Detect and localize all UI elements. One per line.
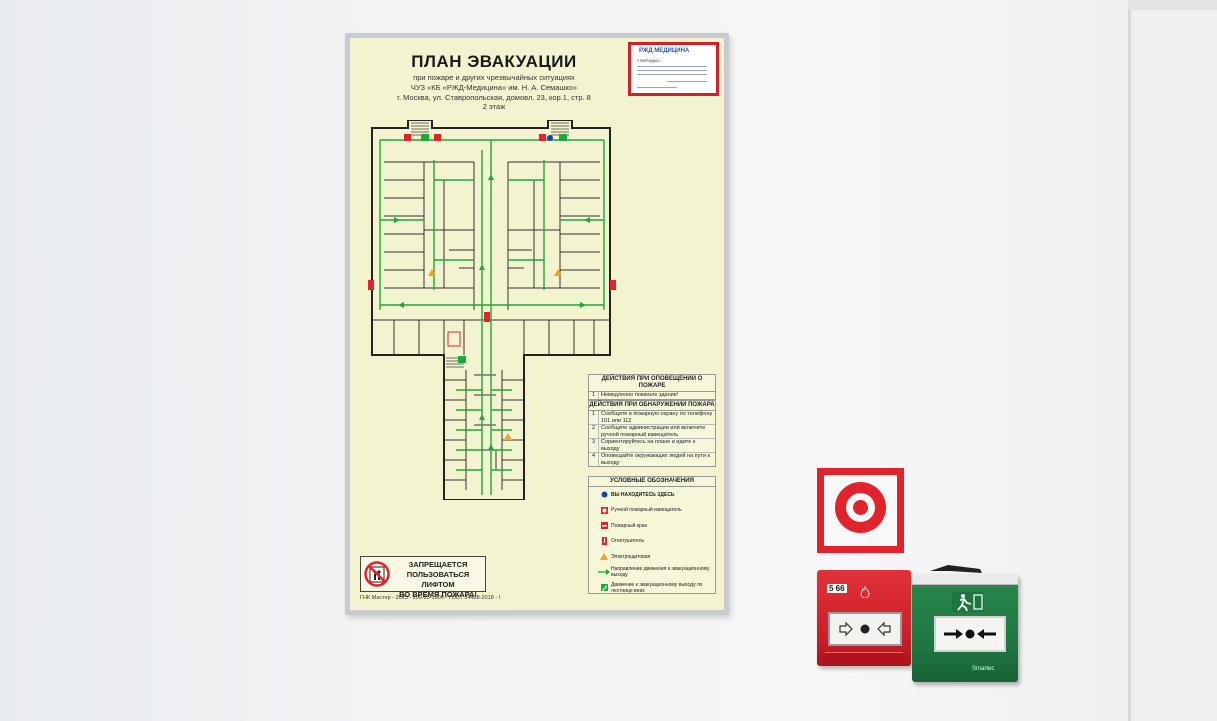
evacuation-plan-frame: ПЛАН ЭВАКУАЦИИ при пожаре и других чрезв… [345, 33, 729, 615]
press-arrows-icon [944, 629, 996, 639]
device-brand: Smartec [972, 666, 995, 672]
plan-floor: 2 этаж [482, 102, 506, 111]
legend-item: ВЫ НАХОДИТЕСЬ ЗДЕСЬ [589, 487, 715, 503]
stairs-exit-icon [597, 584, 611, 592]
plan-title: ПЛАН ЭВАКУАЦИИ [411, 52, 577, 71]
alarm-actions-table: ДЕЙСТВИЯ ПРИ ОПОВЕЩЕНИИ О ПОЖАРЕ 1 Немед… [588, 374, 716, 400]
electrical-panel-icon [597, 553, 611, 561]
plan-institution: ЧУЗ «КБ «РЖД-Медицина» им. Н. А. Семашко… [410, 83, 578, 92]
fire-alarm-sign [817, 468, 904, 553]
plan-footer: ГНК Мастер - 2023 - 200-25-1800 - ГОСТ 3… [360, 595, 501, 601]
table-row: 1 Немедленно покиньте здание! [589, 392, 715, 399]
emergency-exit-release-button[interactable]: Smartec [912, 574, 1018, 682]
manual-fire-alarm-call-point[interactable]: 5 66 [817, 570, 911, 666]
lift-warning-line1: ЗАПРЕЩАЕТСЯ [408, 560, 468, 569]
plan-address: г. Москва, ул. Ставропольская, домовл. 2… [397, 93, 591, 102]
approval-stamp: РЖД МЕДИЦИНА УТВЕРЖДАЮ [628, 42, 719, 96]
wall-edge [1128, 0, 1217, 10]
release-button-window[interactable] [934, 616, 1006, 652]
fire-alarm-button-icon [835, 482, 886, 533]
legend-item: Огнетушитель [589, 534, 715, 550]
wall-panel [1131, 0, 1217, 721]
manual-call-point-icon [597, 506, 611, 514]
rzd-logo: РЖД МЕДИЦИНА [639, 48, 690, 54]
legend-item: Электрощитовая [589, 549, 715, 565]
release-key-handle[interactable] [928, 563, 984, 575]
alarm-actions-heading: ДЕЙСТВИЯ ПРИ ОПОВЕЩЕНИИ О ПОЖАРЕ [589, 375, 715, 392]
you-are-here-icon [597, 491, 611, 498]
device-number-label: 5 66 [827, 584, 847, 593]
lift-warning-line2: ПОЛЬЗОВАТЬСЯ ЛИФТОМ [406, 570, 470, 589]
flame-icon [860, 586, 870, 598]
approval-label: УТВЕРЖДАЮ [637, 59, 660, 63]
legend-heading: УСЛОВНЫЕ ОБОЗНАЧЕНИЯ [589, 477, 715, 487]
legend-item: Движение к эвакуационному выходу по лест… [589, 580, 715, 596]
lift-warning-line3: ВО ВРЕМЯ ПОЖАРА! [399, 590, 477, 599]
running-man-exit-icon [952, 592, 984, 612]
floor-plan-drawing [368, 120, 616, 500]
fire-extinguisher-icon [597, 537, 611, 546]
plan-subtitle: при пожаре и других чрезвычайных ситуаци… [413, 73, 575, 82]
press-arrows-icon [839, 621, 891, 637]
lift-warning-sign: ЗАПРЕЩАЕТСЯ ПОЛЬЗОВАТЬСЯ ЛИФТОМ ВО ВРЕМЯ… [360, 556, 486, 599]
fire-actions-heading: ДЕЙСТВИЯ ПРИ ОБНАРУЖЕНИИ ПОЖАРА [589, 401, 715, 411]
wall-seam [1128, 0, 1131, 721]
call-point-window[interactable] [828, 612, 902, 646]
legend-item: Направление движения к эвакуационному вы… [589, 565, 715, 581]
legend-item: Пожарный кран [589, 518, 715, 534]
evacuation-arrow-icon [597, 569, 611, 576]
legend-box: УСЛОВНЫЕ ОБОЗНАЧЕНИЯ ВЫ НАХОДИТЕСЬ ЗДЕСЬ… [588, 476, 716, 594]
no-elevator-icon [364, 561, 390, 587]
legend-item: Ручной пожарный извещатель [589, 503, 715, 519]
fire-hydrant-icon [597, 522, 611, 530]
